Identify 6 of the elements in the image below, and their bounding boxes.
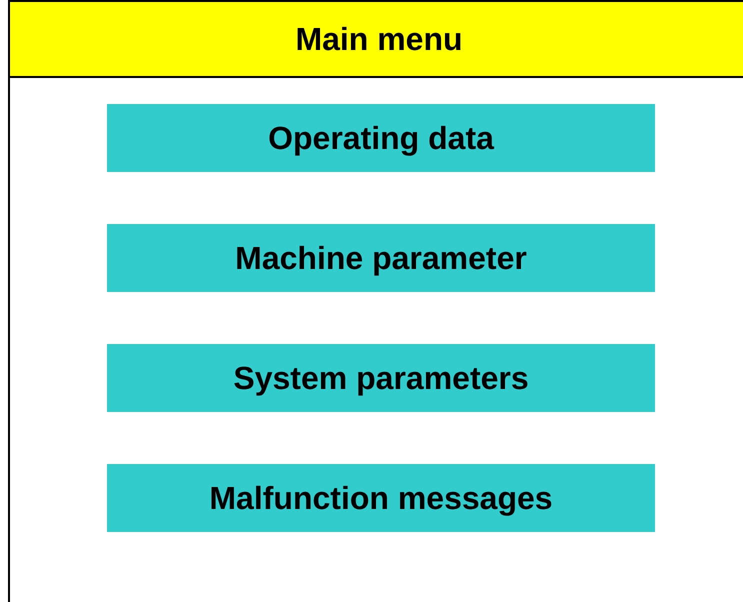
menu-button: Operating data	[107, 104, 655, 172]
menu-title: Main menu	[8, 0, 743, 78]
menu-button: Malfunction messages	[107, 464, 655, 532]
menu-button: System parameters	[107, 344, 655, 412]
menu-button: Machine parameter	[107, 224, 655, 292]
menu-panel	[8, 0, 743, 602]
